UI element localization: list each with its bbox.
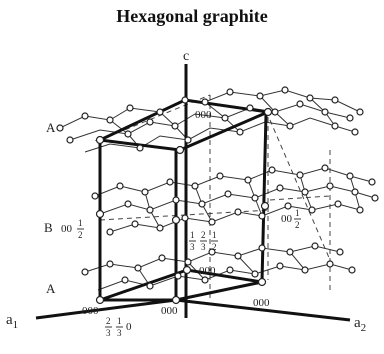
svg-text:3: 3 — [201, 242, 206, 252]
atoms — [56, 86, 379, 305]
fraction-b-right: 1 2 — [294, 208, 301, 230]
atoms-middle-layer — [91, 164, 379, 236]
index-bottom-right-000: 000 — [253, 297, 270, 309]
a1-axis-label: a1 — [6, 312, 18, 331]
index-bottom-suffix: 0 — [126, 321, 132, 333]
layer-label-top: A — [46, 120, 56, 135]
fraction-mid-3: 1 2 — [211, 230, 218, 252]
svg-text:2: 2 — [212, 242, 217, 252]
fraction-bottom-1: 2 3 — [105, 316, 112, 338]
layer-label-middle: B — [44, 220, 53, 235]
svg-text:2: 2 — [295, 220, 300, 230]
svg-text:3: 3 — [106, 328, 111, 338]
svg-text:1: 1 — [212, 230, 217, 240]
fraction-mid-1: 1 3 — [189, 230, 196, 252]
index-origin-000: 000 — [82, 305, 99, 317]
index-bottom-front-000: 000 — [161, 305, 178, 317]
atoms-bottom-layer — [81, 242, 356, 305]
layer-label-bottom: A — [46, 281, 56, 296]
svg-text:2: 2 — [201, 230, 206, 240]
diagram-title: Hexagonal graphite — [116, 6, 268, 26]
a1-axis — [35, 298, 177, 320]
index-top-000: 000 — [195, 109, 212, 121]
svg-text:1: 1 — [117, 316, 122, 326]
atoms-top-layer — [56, 86, 364, 155]
svg-text:1: 1 — [295, 208, 300, 218]
index-b-right-prefix: 00 — [281, 213, 293, 225]
fraction-mid-2: 2 3 — [200, 230, 207, 252]
middle-layer-net — [94, 167, 376, 233]
fraction-b-left: 1 2 — [77, 218, 84, 240]
index-b-left-prefix: 00 — [61, 223, 73, 235]
c-axis-label: c — [183, 49, 189, 64]
a2-axis — [175, 298, 351, 322]
svg-text:2: 2 — [78, 230, 83, 240]
svg-text:2: 2 — [106, 316, 111, 326]
svg-text:3: 3 — [117, 328, 122, 338]
fraction-bottom-2: 1 3 — [116, 316, 123, 338]
a2-axis-label: a2 — [354, 315, 366, 334]
index-bottom-center-000: 000 — [199, 265, 216, 277]
axes — [35, 64, 351, 322]
svg-text:3: 3 — [190, 242, 195, 252]
svg-text:1: 1 — [78, 218, 83, 228]
svg-text:1: 1 — [190, 230, 195, 240]
